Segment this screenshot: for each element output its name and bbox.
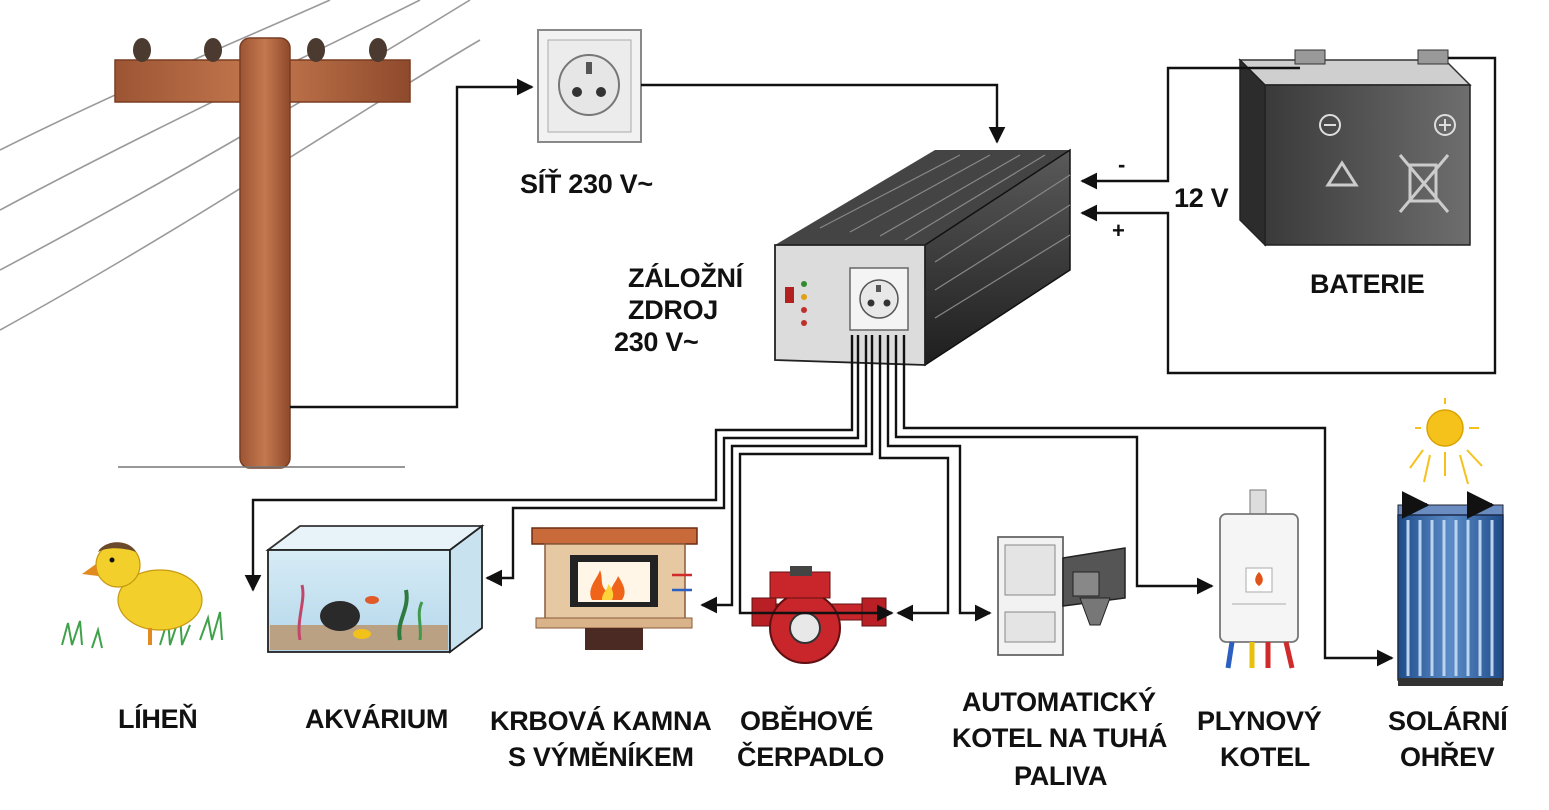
gas-boiler-icon — [1219, 489, 1299, 669]
fireplace-icon — [531, 527, 698, 650]
wire-battery-minus — [1080, 66, 1300, 190]
wire-socket-to-inverter — [641, 83, 1006, 144]
fireplace-label-line1: KRBOVÁ KAMNA — [490, 706, 712, 736]
boiler-label-line1: AUTOMATICKÝ — [962, 687, 1156, 717]
duckling-icon — [61, 542, 223, 649]
wire-to-gas-boiler — [894, 335, 1214, 595]
minus-sign: - — [1118, 152, 1126, 177]
aquarium-label: AKVÁRIUM — [305, 704, 449, 734]
plus-sign: + — [1112, 218, 1125, 243]
backup-inverter-icon — [774, 148, 1071, 367]
backup-source-label-line2: ZDROJ — [628, 295, 719, 325]
boiler-label-line3: PALIVA — [1014, 761, 1108, 791]
wire-to-fireplace — [700, 335, 868, 614]
battery-voltage-label: 12 V — [1174, 183, 1229, 213]
wire-to-aquarium — [485, 335, 860, 587]
battery-label: BATERIE — [1310, 269, 1425, 299]
backup-source-label-line1: ZÁLOŽNÍ — [628, 263, 743, 293]
wire-to-solar — [902, 335, 1394, 667]
circulation-pump-icon — [751, 566, 887, 664]
solid-fuel-boiler-icon — [997, 536, 1126, 656]
solar-label-line2: OHŘEV — [1400, 742, 1495, 772]
wall-socket-icon — [537, 29, 642, 143]
gas-boiler-label-line2: KOTEL — [1220, 742, 1310, 772]
wiring — [244, 56, 1497, 667]
wire-to-boiler — [886, 335, 992, 622]
sun-icon — [1409, 398, 1483, 485]
wire-battery-plus — [1080, 56, 1497, 375]
solar-collector-icon — [1397, 491, 1504, 686]
utility-pole-icon — [114, 37, 411, 469]
solar-label-line1: SOLÁRNÍ — [1388, 706, 1508, 736]
wire-pole-to-socket — [290, 78, 534, 409]
wire-to-hatchery — [244, 335, 854, 592]
gas-boiler-label-line1: PLYNOVÝ — [1197, 706, 1322, 736]
backup-source-label-line3: 230 V~ — [614, 327, 699, 357]
lead-acid-battery-icon — [1238, 49, 1472, 247]
grid-label: SÍŤ 230 V~ — [520, 169, 653, 199]
pump-label-line1: OBĚHOVÉ — [740, 706, 873, 736]
fireplace-label-line2: S VÝMĚNÍKEM — [508, 742, 694, 772]
wire-to-pump — [738, 335, 894, 622]
hatchery-label: LÍHEŇ — [118, 704, 198, 734]
aquarium-icon — [265, 524, 485, 654]
boiler-label-line2: KOTEL NA TUHÁ — [952, 723, 1168, 753]
pump-label-line2: ČERPADLO — [737, 742, 885, 772]
wire-to-pump-right — [878, 335, 950, 622]
